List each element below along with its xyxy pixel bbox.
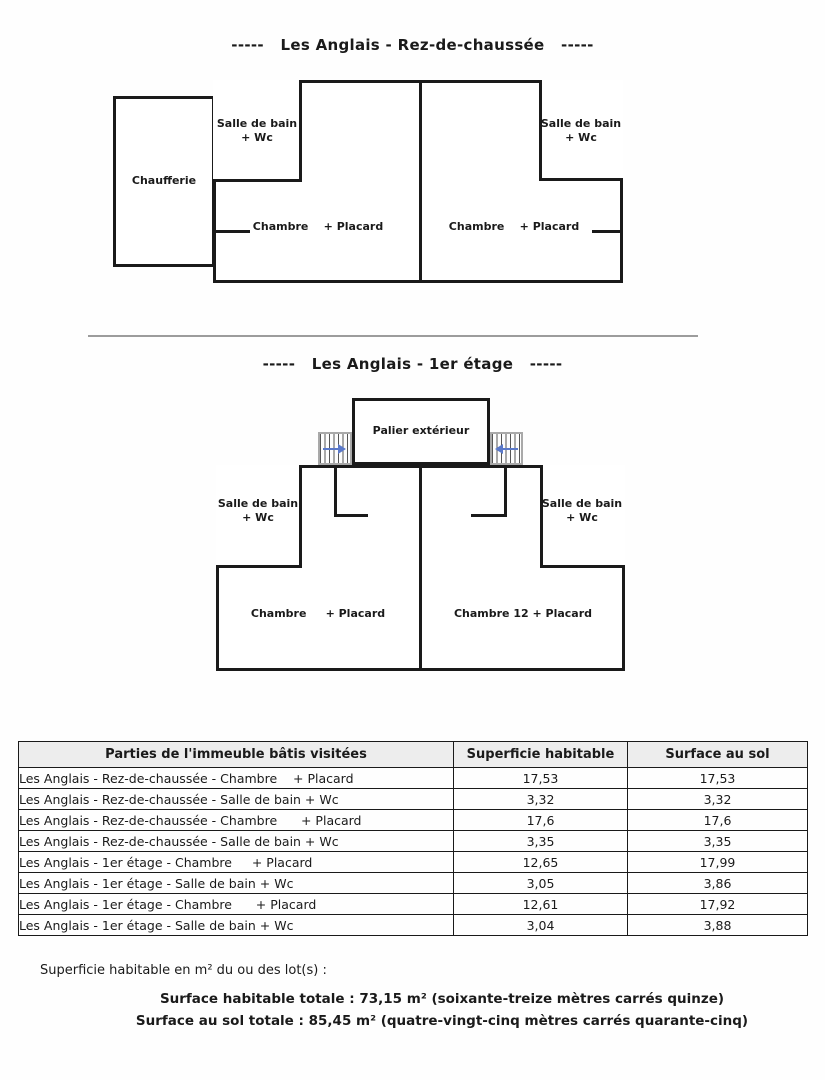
row-sol-cell: 3,86 [627, 872, 808, 894]
room-sdb-rdc-right-label: Salle de bain+ Wc [541, 117, 621, 145]
stair-arrow-icon [338, 443, 346, 454]
row-label-cell: Les Anglais - Rez-de-chaussée - Chambre … [18, 809, 454, 831]
table-row: Les Anglais - Rez-de-chaussée - Salle de… [18, 788, 808, 810]
sdb-label-line2: + Wc [241, 131, 273, 144]
etage1-entry-wall-left-h [334, 514, 368, 517]
etage1-middle-wall [419, 465, 422, 671]
stair-arrow-icon [501, 447, 518, 450]
etage1-entry-wall-right-h [471, 514, 507, 517]
row-habitable-cell: 12,61 [453, 893, 628, 915]
room-chambre-etage-left-label: Chambre + Placard [250, 607, 386, 620]
floor2-title: ----- Les Anglais - 1er étage ----- [262, 355, 563, 373]
rdc-door-stub-right [592, 230, 623, 233]
footnote-superficie: Superficie habitable en m² du ou des lot… [40, 963, 327, 978]
table-row: Les Anglais - Rez-de-chaussée - Salle de… [18, 830, 808, 852]
row-sol-cell: 3,88 [627, 914, 808, 936]
table-row: Les Anglais - 1er étage - Salle de bain … [18, 872, 808, 894]
header-cell-superficie: Superficie habitable [453, 741, 628, 768]
room-chambre-etage-right-label: Chambre 12 + Placard [453, 607, 593, 620]
row-sol-cell: 3,32 [627, 788, 808, 810]
row-habitable-cell: 3,35 [453, 830, 628, 852]
totals-block: Surface habitable totale : 73,15 m² (soi… [62, 988, 822, 1032]
sdb-label-line2: + Wc [242, 511, 274, 524]
rdc-middle-wall [419, 80, 422, 283]
sdb-label-line1: Salle de bain [541, 497, 623, 510]
row-sol-cell: 17,92 [627, 893, 808, 915]
row-habitable-cell: 12,65 [453, 851, 628, 873]
staircase-right [490, 432, 523, 465]
sdb-label-line2: + Wc [566, 511, 598, 524]
room-sdb-rdc-right [539, 80, 623, 181]
row-sol-cell: 17,6 [627, 809, 808, 831]
etage1-entry-wall-right-v [504, 465, 507, 517]
row-habitable-cell: 3,05 [453, 872, 628, 894]
sdb-label-line1: Salle de bain [216, 117, 298, 130]
row-sol-cell: 17,53 [627, 767, 808, 789]
row-habitable-cell: 17,6 [453, 809, 628, 831]
room-sdb-etage-left [216, 465, 302, 568]
table-row: Les Anglais - Rez-de-chaussée - Chambre … [18, 809, 808, 831]
room-sdb-rdc-left-label: Salle de bain+ Wc [217, 117, 297, 145]
row-label-cell: Les Anglais - Rez-de-chaussée - Salle de… [18, 788, 454, 810]
header-cell-surface-sol: Surface au sol [627, 741, 808, 768]
sdb-label-line2: + Wc [565, 131, 597, 144]
rdc-door-stub-left [213, 230, 250, 233]
row-label-cell: Les Anglais - 1er étage - Chambre + Plac… [18, 851, 454, 873]
room-sdb-etage-right [540, 465, 625, 568]
room-sdb-rdc-left [213, 80, 302, 182]
table-row: Les Anglais - 1er étage - Salle de bain … [18, 914, 808, 936]
room-chaufferie-label: Chaufferie [131, 174, 197, 187]
row-habitable-cell: 3,04 [453, 914, 628, 936]
sdb-label-line1: Salle de bain [217, 497, 299, 510]
total-sol: Surface au sol totale : 85,45 m² (quatre… [135, 1013, 749, 1029]
table-surfaces: Parties de l'immeuble bâtis visitées Sup… [18, 741, 808, 936]
row-label-cell: Les Anglais - Rez-de-chaussée - Salle de… [18, 830, 454, 852]
etage1-entry-wall-left-v [334, 465, 337, 517]
sdb-label-line1: Salle de bain [540, 117, 622, 130]
room-sdb-etage-left-label: Salle de bain+ Wc [218, 497, 298, 525]
room-chaufferie [113, 96, 215, 267]
staircase-left [318, 432, 352, 465]
palier-exterieur [352, 398, 490, 465]
table-header-row: Parties de l'immeuble bâtis visitées Sup… [18, 741, 808, 768]
room-chambre-rdc-left-label: Chambre + Placard [252, 220, 384, 233]
row-label-cell: Les Anglais - 1er étage - Salle de bain … [18, 914, 454, 936]
total-habitable: Surface habitable totale : 73,15 m² (soi… [159, 991, 725, 1007]
room-sdb-etage-right-label: Salle de bain+ Wc [542, 497, 622, 525]
row-sol-cell: 3,35 [627, 830, 808, 852]
palier-exterieur-label: Palier extérieur [372, 424, 470, 437]
table-row: Les Anglais - Rez-de-chaussée - Chambre … [18, 767, 808, 789]
row-label-cell: Les Anglais - 1er étage - Salle de bain … [18, 872, 454, 894]
row-label-cell: Les Anglais - Rez-de-chaussée - Chambre … [18, 767, 454, 789]
floor1-title: ----- Les Anglais - Rez-de-chaussée ----… [231, 36, 594, 54]
row-label-cell: Les Anglais - 1er étage - Chambre + Plac… [18, 893, 454, 915]
table-row: Les Anglais - 1er étage - Chambre + Plac… [18, 893, 808, 915]
table-row: Les Anglais - 1er étage - Chambre + Plac… [18, 851, 808, 873]
section-divider [88, 335, 698, 337]
stair-arrow-icon [495, 443, 503, 454]
header-cell-parties: Parties de l'immeuble bâtis visitées [18, 741, 454, 768]
room-chambre-rdc-right-label: Chambre + Placard [448, 220, 580, 233]
row-habitable-cell: 3,32 [453, 788, 628, 810]
row-sol-cell: 17,99 [627, 851, 808, 873]
row-habitable-cell: 17,53 [453, 767, 628, 789]
stair-arrow-icon [323, 447, 340, 450]
